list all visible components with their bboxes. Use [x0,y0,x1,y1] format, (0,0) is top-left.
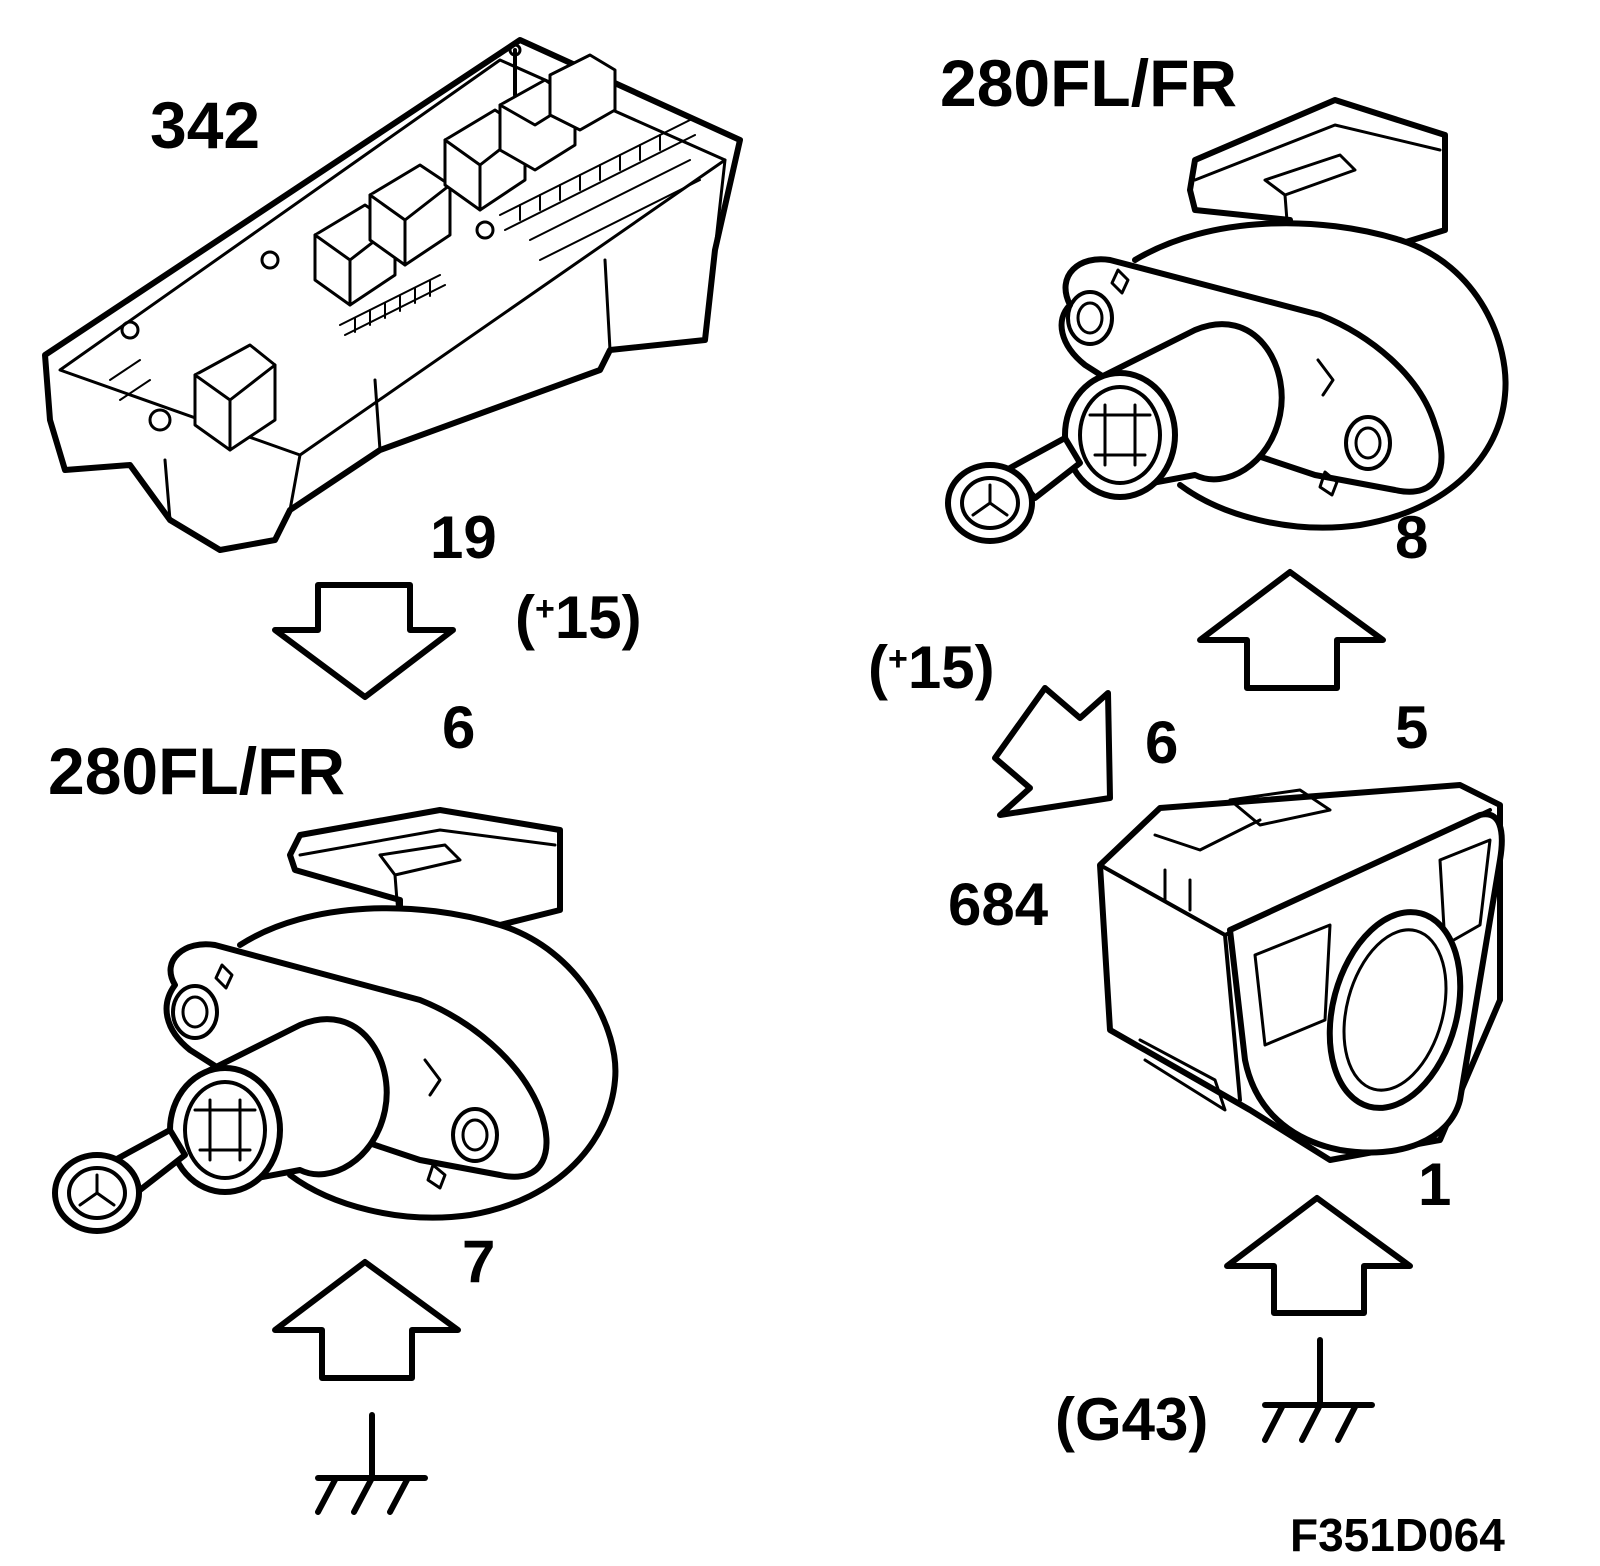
control-switch-icon [1097,782,1505,1163]
arrow-icon [1224,1195,1413,1316]
supply-value: 15) [554,584,642,651]
pin-6-left-label: 6 [442,694,476,761]
arrow-icon [992,685,1113,818]
switch-label: 684 [948,871,1049,938]
figure-id: F351D064 [1290,1509,1505,1561]
supply-plus-sign: + [534,590,555,628]
supply-open-paren: ( [868,634,888,701]
pin-5-label: 5 [1395,694,1429,761]
arrow-icon [272,582,456,700]
pin-19-label: 19 [430,504,497,571]
supply-label-right: (+15) [868,638,995,698]
arrow-icon [272,1259,461,1381]
supply-label-left: (+15) [515,588,642,648]
ground-symbol-icon [1262,1337,1375,1443]
pin-8-label: 8 [1395,504,1429,571]
ground-symbol-icon [315,1412,428,1515]
pin-7-label: 7 [462,1228,496,1295]
headlamp-leveling-motor-icon [945,97,1509,544]
fuse-relay-box-icon [42,37,743,553]
supply-plus-sign: + [887,640,908,678]
pin-6-right-label: 6 [1145,709,1179,776]
supply-value: 15) [907,634,995,701]
ground-label: (G43) [1055,1386,1209,1453]
fusebox-label: 342 [150,88,261,162]
actuator-bottom-left-label: 280FL/FR [48,734,346,808]
headlamp-leveling-motor-icon [52,807,619,1234]
arrow-icon [1197,569,1386,691]
actuator-top-right-label: 280FL/FR [940,46,1238,120]
pin-1-label: 1 [1418,1151,1452,1218]
supply-open-paren: ( [515,584,535,651]
